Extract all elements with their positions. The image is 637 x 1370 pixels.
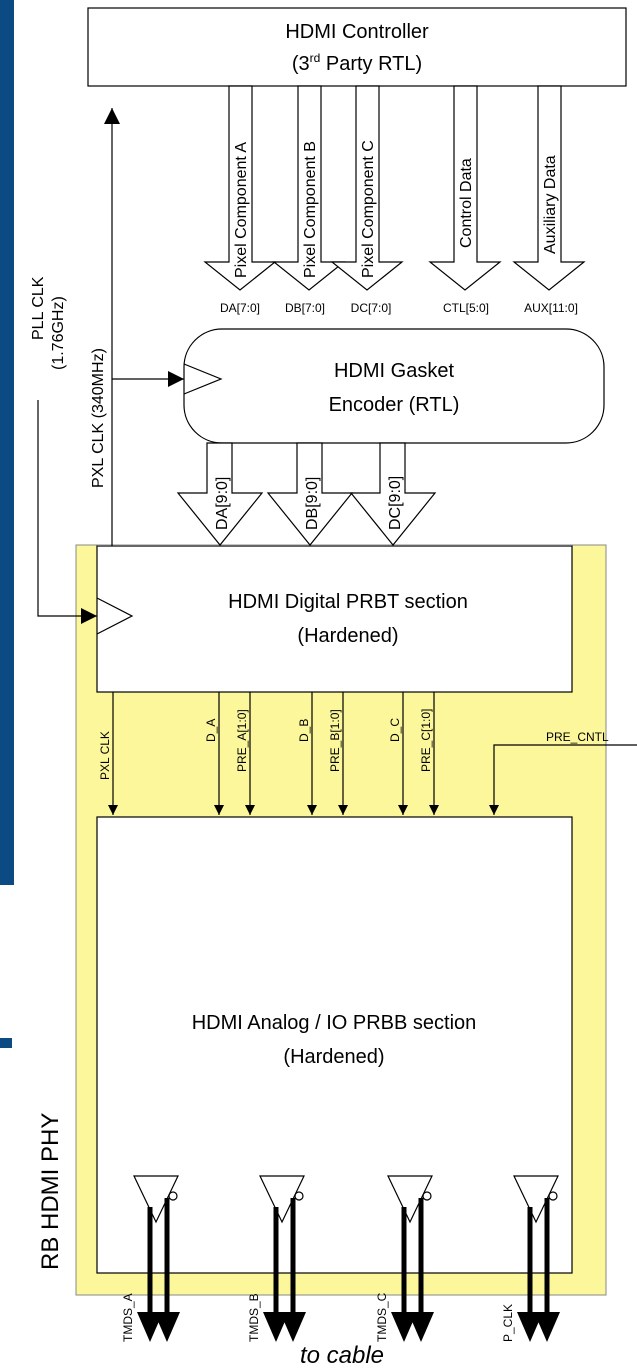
bus-arrow-db-9-0 — [266, 442, 354, 546]
sig-pre-b: PRE_B[1:0] — [328, 709, 342, 772]
controller-subtitle: (3rd Party RTL) — [292, 51, 422, 75]
signal-db-7-0: DB[7:0] — [285, 301, 325, 315]
sig-pre-c: PRE_C[1:0] — [419, 709, 433, 772]
signal-ctl-5-0: CTL[5:0] — [443, 301, 489, 315]
bus-label-pixel-b: Pixel Component B — [302, 141, 319, 278]
footer-to-cable: to cable — [300, 1342, 384, 1369]
signal-da-7-0: DA[7:0] — [220, 301, 260, 315]
top-bus-labels: Pixel Component A Pixel Component B Pixe… — [220, 140, 578, 315]
bus-arrow-auxiliary — [512, 85, 586, 291]
side-bar-top — [0, 0, 14, 885]
pll-clk-line1: PLL CLK — [30, 276, 47, 340]
signal-aux-11-0: AUX[11:0] — [524, 301, 578, 315]
sig-pxl-clk: PXL CLK — [98, 731, 112, 780]
bus-arrow-pixel-c — [330, 85, 404, 291]
sig-d-b: D_B — [297, 719, 311, 742]
driver-p-clk — [513, 1175, 560, 1342]
hdmi-controller-box: HDMI Controller (3rd Party RTL) — [87, 7, 627, 87]
digital-line2: (Hardened) — [297, 625, 398, 647]
digital-line1: HDMI Digital PRBT section — [228, 591, 468, 613]
digital-prbt-box: HDMI Digital PRBT section (Hardened) — [96, 545, 573, 693]
driver-tmds-c — [387, 1175, 434, 1342]
pll-clk-line2: (1.76GHz) — [50, 296, 67, 370]
gasket-clock-triangle — [183, 363, 223, 395]
bus-arrow-control — [428, 85, 502, 291]
sig-pre-a: PRE_A[1:0] — [235, 709, 249, 772]
out-p-clk: P_CLK — [501, 1304, 515, 1342]
bus-arrow-pixel-a — [203, 85, 277, 291]
sig-pre-cntl: PRE_CNTL — [546, 730, 609, 744]
bus-arrow-da-9-0 — [176, 442, 264, 546]
mid-label-db: DB[9:0] — [304, 477, 321, 530]
out-tmds-b: TMDS_B — [247, 1293, 261, 1342]
pxl-clk-loop: PXL CLK (340MHz) — [90, 108, 184, 548]
bus-label-pixel-c: Pixel Component C — [360, 140, 377, 278]
analog-line2: (Hardened) — [283, 1046, 384, 1068]
gasket-line2: Encoder (RTL) — [329, 394, 460, 416]
phy-label: RB HDMI PHY — [37, 1113, 64, 1270]
controller-title: HDMI Controller — [285, 21, 429, 43]
sig-d-a: D_A — [204, 719, 218, 742]
mid-label-da: DA[9:0] — [214, 477, 231, 530]
pxl-clk-main-label: PXL CLK (340MHz) — [90, 348, 107, 488]
digital-clock-triangle — [96, 597, 134, 635]
signal-dc-7-0: DC[7:0] — [351, 301, 392, 315]
output-labels: TMDS_A TMDS_B TMDS_C P_CLK — [121, 1292, 515, 1342]
driver-tmds-b — [259, 1175, 306, 1342]
mid-bus-arrows: DA[9:0] DB[9:0] DC[9:0] — [176, 442, 437, 546]
gasket-line1: HDMI Gasket — [334, 360, 454, 382]
sig-d-c: D_C — [388, 718, 402, 742]
top-bus-arrows — [203, 85, 586, 291]
bus-label-pixel-a: Pixel Component A — [233, 142, 250, 278]
side-bar-bottom — [0, 1038, 12, 1048]
output-drivers — [133, 1175, 560, 1342]
pll-clk-input: PLL CLK (1.76GHz) — [30, 276, 97, 624]
driver-tmds-a — [133, 1175, 180, 1342]
bus-arrow-pixel-b — [272, 85, 346, 291]
bus-label-control: Control Data — [458, 158, 475, 248]
digital-to-analog-signals: PXL CLK D_A PRE_A[1:0] D_B PRE_B[1:0] D_… — [98, 692, 637, 815]
gasket-encoder-box: HDMI Gasket Encoder (RTL) — [183, 328, 605, 444]
bus-arrow-dc-9-0 — [349, 442, 437, 546]
out-tmds-c: TMDS_C — [375, 1292, 389, 1342]
out-tmds-a: TMDS_A — [121, 1293, 135, 1342]
bus-label-auxiliary: Auxiliary Data — [542, 155, 559, 254]
analog-line1: HDMI Analog / IO PRBB section — [192, 1012, 477, 1034]
mid-label-dc: DC[9:0] — [387, 476, 404, 530]
